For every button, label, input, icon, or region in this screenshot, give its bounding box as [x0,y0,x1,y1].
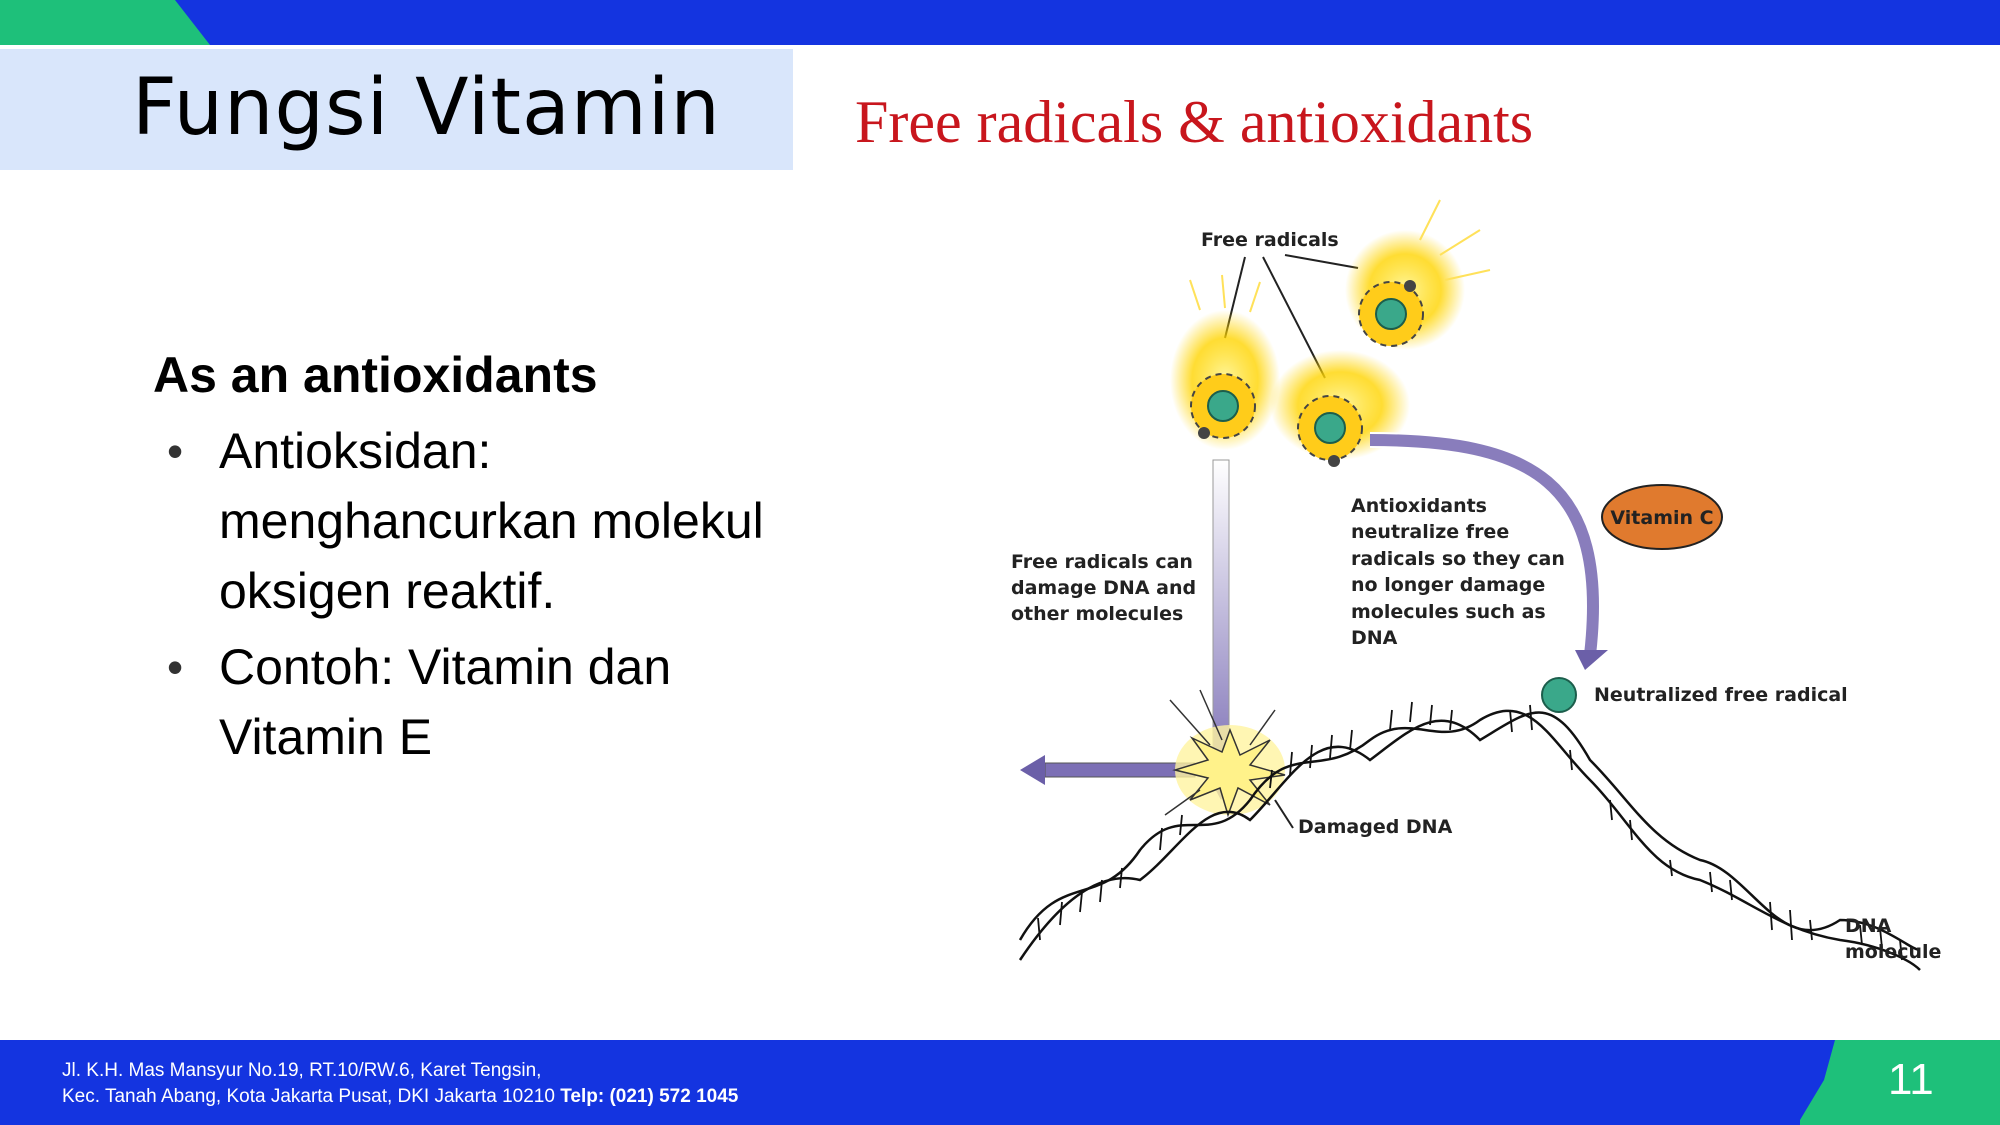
footer-phone: Telp: (021) 572 1045 [560,1086,739,1107]
free-radical-icon [1170,274,1280,450]
content-heading: As an antioxidants [153,347,598,403]
free-radical-icon [1270,350,1410,467]
figure-title: Free radicals & antioxidants [855,89,1533,155]
free-radicals-diagram: Free radicals & antioxidants Free radica… [830,80,1980,1000]
vitamin-c-badge: Vitamin C [1601,484,1723,550]
label-damaged-dna: Damaged DNA [1298,816,1453,838]
bullet-icon: • [167,425,184,477]
page-number: 11 [1888,1055,1934,1104]
damage-line: Free radicals can [1011,551,1193,573]
label-free-radicals: Free radicals [1201,229,1339,251]
antioxidant-line: neutralize free [1351,521,1509,543]
antioxidant-line: DNA [1351,627,1398,649]
damage-line: damage DNA and [1011,577,1196,599]
label-vitamin-c: Vitamin C [1610,507,1713,529]
antioxidant-line: no longer damage [1351,574,1545,596]
bullet-text: Antioksidan: menghancurkan molekul oksig… [219,423,764,619]
slide-content: As an antioxidants • Antioksidan: mengha… [153,342,813,778]
bullet-item: • Contoh: Vitamin dan Vitamin E [153,632,813,772]
address-line-1: Jl. K.H. Mas Mansyur No.19, RT.10/RW.6, … [62,1060,542,1081]
damage-caption: Free radicals can damage DNA and other m… [1011,551,1196,625]
antioxidant-line: Antioxidants [1351,495,1487,517]
antioxidant-caption: Antioxidants neutralize free radicals so… [1351,495,1565,649]
dna-line: molecule [1845,941,1941,963]
neutralize-arrow [1369,432,1608,670]
footer-accent [1800,1040,2000,1125]
title-box [0,49,793,170]
dna-line: DNA [1845,915,1892,937]
slide-title: Fungsi Vitamin [132,63,721,153]
address-line-2-text: Kec. Tanah Abang, Kota Jakarta Pusat, DK… [62,1086,555,1107]
antioxidant-line: radicals so they can [1351,548,1565,570]
dna-molecule-caption: DNA molecule [1845,915,1941,963]
footer-bar [0,1040,2000,1125]
damage-burst-icon [1164,689,1286,818]
damage-left-arrow [1020,755,1196,785]
footer-address: Jl. K.H. Mas Mansyur No.19, RT.10/RW.6, … [62,1058,738,1110]
bullet-icon: • [167,641,184,693]
free-radical-icon [1345,199,1491,350]
top-bar [0,0,2000,45]
top-accent-stripe [0,0,210,45]
label-neutralized: Neutralized free radical [1594,684,1848,706]
address-line-2: Kec. Tanah Abang, Kota Jakarta Pusat, DK… [62,1084,738,1110]
damaged-dna-leader [1274,799,1294,829]
damage-line: other molecules [1011,603,1183,625]
bullet-text: Contoh: Vitamin dan Vitamin E [219,639,672,765]
bullet-item: • Antioksidan: menghancurkan molekul oks… [153,416,813,626]
neutralized-radical-icon [1541,677,1577,713]
antioxidant-line: molecules such as [1351,601,1546,623]
dna-helix [1018,701,1921,971]
